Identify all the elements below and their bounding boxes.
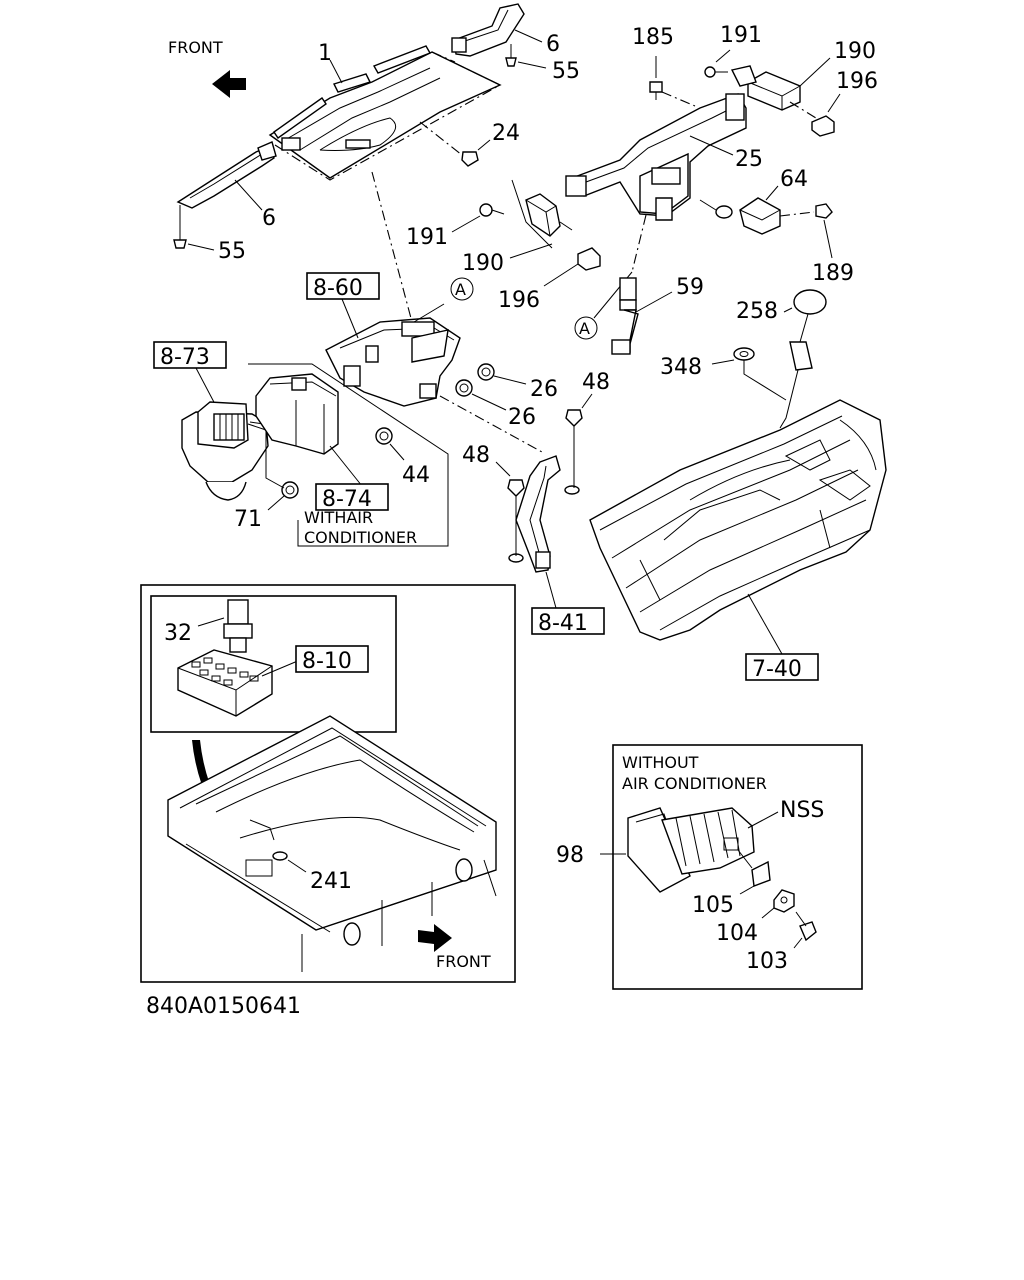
callout-189: 189 <box>812 261 854 286</box>
svg-text:8-73: 8-73 <box>160 345 210 370</box>
label-without-ac-1: WITHOUT <box>622 753 699 772</box>
label-without-ac-2: AIR CONDITIONER <box>622 774 767 793</box>
nut-26-upper <box>477 363 495 381</box>
marker-a-upper: A <box>455 280 466 299</box>
callout-185: 185 <box>632 25 674 50</box>
nut-26-lower <box>455 379 473 397</box>
callout-55a: 55 <box>552 59 580 84</box>
nut-44 <box>375 427 393 445</box>
reference-8-60: 8-60 <box>306 272 380 301</box>
screw-24 <box>461 151 479 167</box>
reference-8-41: 8-41 <box>531 607 605 636</box>
screw-48-right <box>565 409 583 436</box>
grommet-348 <box>733 347 755 361</box>
label-front-bottom: FRONT <box>436 952 491 971</box>
callout-48b: 48 <box>462 443 490 468</box>
heater-unit <box>325 317 461 407</box>
callout-59: 59 <box>676 275 704 300</box>
callout-71: 71 <box>234 507 262 532</box>
front-arrow-top <box>212 70 246 98</box>
callout-103: 103 <box>746 949 788 974</box>
terminal-196-mid <box>577 247 601 271</box>
relay-32 <box>223 599 253 653</box>
clip-191-mid <box>479 203 505 217</box>
svg-text:8-41: 8-41 <box>538 611 588 636</box>
side-duct-lower <box>176 141 277 209</box>
callout-258: 258 <box>736 299 778 324</box>
svg-text:8-10: 8-10 <box>302 649 352 674</box>
callout-55b: 55 <box>218 239 246 264</box>
callout-191b: 191 <box>406 225 448 250</box>
label-front-top: FRONT <box>168 38 223 57</box>
reference-7-40: 7-40 <box>745 653 819 682</box>
clip-241 <box>272 851 288 861</box>
reference-8-10: 8-10 <box>295 645 369 674</box>
blower-unit <box>181 401 269 501</box>
nut-71 <box>281 481 299 499</box>
callout-26a: 26 <box>530 377 558 402</box>
clip-189 <box>815 203 833 219</box>
reference-8-73: 8-73 <box>153 341 227 370</box>
center-duct <box>565 93 747 221</box>
callout-241: 241 <box>310 869 352 894</box>
fuse-block-8-10 <box>177 649 273 717</box>
defroster-nozzle <box>268 45 502 179</box>
inset-frame-without-ac <box>612 744 863 990</box>
callout-32: 32 <box>164 621 192 646</box>
callout-48a: 48 <box>582 370 610 395</box>
inset-frame-floor <box>140 584 516 983</box>
callout-6b: 6 <box>262 206 276 231</box>
terminal-196-top <box>811 115 835 137</box>
screw-48-left <box>507 479 525 556</box>
callout-98: 98 <box>556 843 584 868</box>
label-with-ac-2: CONDITIONER <box>304 528 417 547</box>
label-with-ac-1: WITHAIR <box>304 508 373 527</box>
screw-55-upper <box>505 44 517 67</box>
callout-190b: 190 <box>462 251 504 276</box>
callout-26b: 26 <box>508 405 536 430</box>
harness-59 <box>611 277 639 355</box>
connector-190-top <box>730 65 801 111</box>
callout-105: 105 <box>692 893 734 918</box>
front-arrow-bottom <box>418 924 452 952</box>
callout-24: 24 <box>492 121 520 146</box>
svg-text:7-40: 7-40 <box>752 657 802 682</box>
connector-190-mid <box>511 179 573 249</box>
clip-191-top <box>704 66 728 78</box>
floor-console <box>167 715 497 972</box>
leader-arrow-curve <box>192 740 244 848</box>
callout-348: 348 <box>660 355 702 380</box>
callout-190a: 190 <box>834 39 876 64</box>
svg-text:8-60: 8-60 <box>313 276 363 301</box>
screw-185 <box>649 81 663 100</box>
evaporator-unit <box>255 373 339 455</box>
instrument-panel <box>589 399 887 641</box>
clip-103 <box>795 911 817 942</box>
rear-duct <box>508 455 580 573</box>
callout-196a: 196 <box>836 69 878 94</box>
callout-104: 104 <box>716 921 758 946</box>
reference-8-74: 8-74 <box>315 483 389 512</box>
callout-nss: NSS <box>780 798 824 823</box>
air-duct-98 <box>627 807 755 893</box>
pad-105 <box>751 860 771 887</box>
nut-104 <box>773 889 795 913</box>
connector-64 <box>699 197 781 235</box>
callout-25: 25 <box>735 147 763 172</box>
sensor-258 <box>789 289 827 371</box>
callout-1: 1 <box>318 41 332 66</box>
screw-55-lower <box>173 205 187 249</box>
side-duct-upper <box>451 3 525 57</box>
callout-196b: 196 <box>498 288 540 313</box>
diagram-code: 840A0150641 <box>146 994 301 1019</box>
marker-a-lower: A <box>579 319 590 338</box>
callout-191a: 191 <box>720 23 762 48</box>
svg-text:8-74: 8-74 <box>322 487 372 512</box>
callout-6a: 6 <box>546 32 560 57</box>
callout-64: 64 <box>780 167 808 192</box>
callout-44: 44 <box>402 463 430 488</box>
inset-frame-relay <box>150 595 397 733</box>
